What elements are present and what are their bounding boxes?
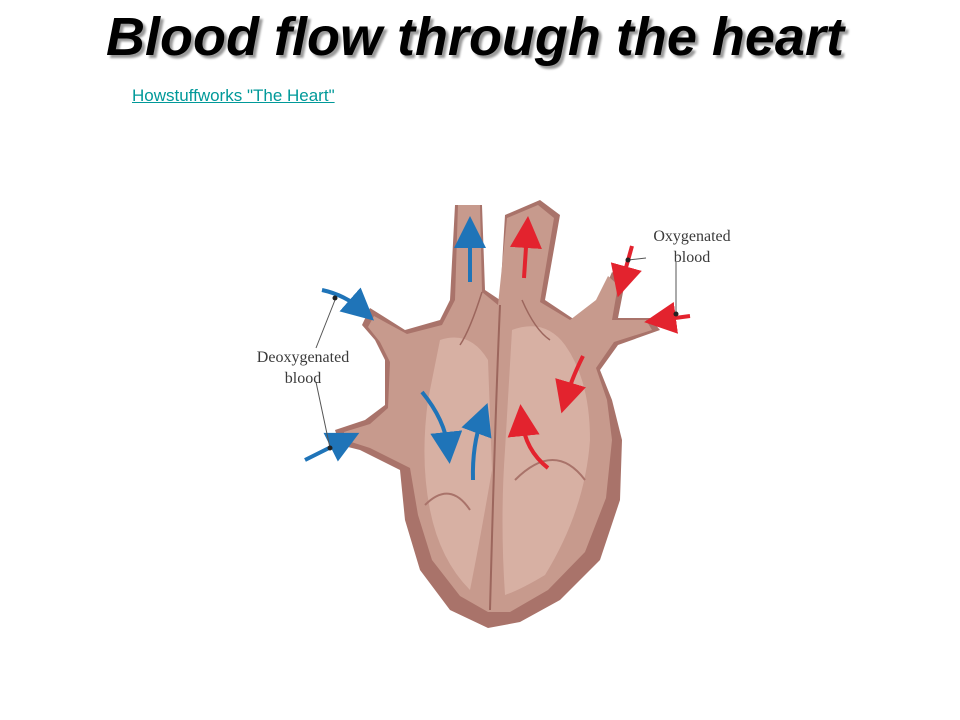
oxygenated-label-line1: Oxygenated <box>653 228 730 245</box>
heart-diagram: Oxygenated blood Deoxygenated blood <box>230 190 770 640</box>
deoxygenated-label-line2: blood <box>285 370 321 387</box>
blue-arrow-lower-vein <box>304 432 360 462</box>
deoxygenated-label-line1: Deoxygenated <box>257 349 349 366</box>
oxygenated-label-line2: blood <box>674 249 710 266</box>
lower-contour <box>424 459 586 511</box>
blue-arrow-ventricle <box>461 402 492 481</box>
red-arrow-atrium <box>555 355 586 414</box>
red-arrow-lower-vein <box>644 302 691 334</box>
oxygenated-label: Oxygenated blood <box>653 228 730 266</box>
blue-arrow-upper-vein <box>321 287 375 321</box>
oxygenated-arrows <box>507 216 691 470</box>
septum-line <box>489 304 501 611</box>
blue-arrow-atrium <box>420 390 463 464</box>
heart-shape <box>335 200 660 628</box>
deoxygenated-leader <box>315 299 336 449</box>
slide-title: Blood flow through the heart <box>106 7 844 67</box>
deoxygenated-label: Deoxygenated blood <box>257 349 349 387</box>
oxygenated-leader <box>627 257 677 313</box>
leader-lines <box>315 257 679 451</box>
red-arrow-ventricle <box>507 404 550 470</box>
deoxygenated-arrows <box>304 216 492 481</box>
howstuffworks-link[interactable]: Howstuffworks "The Heart" <box>132 86 335 105</box>
vessel-line-right <box>521 299 551 341</box>
vessel-line-left <box>459 291 483 346</box>
red-arrow-aorta <box>509 216 542 279</box>
red-arrow-upper-vein <box>610 245 642 298</box>
heart-fill <box>344 205 652 612</box>
